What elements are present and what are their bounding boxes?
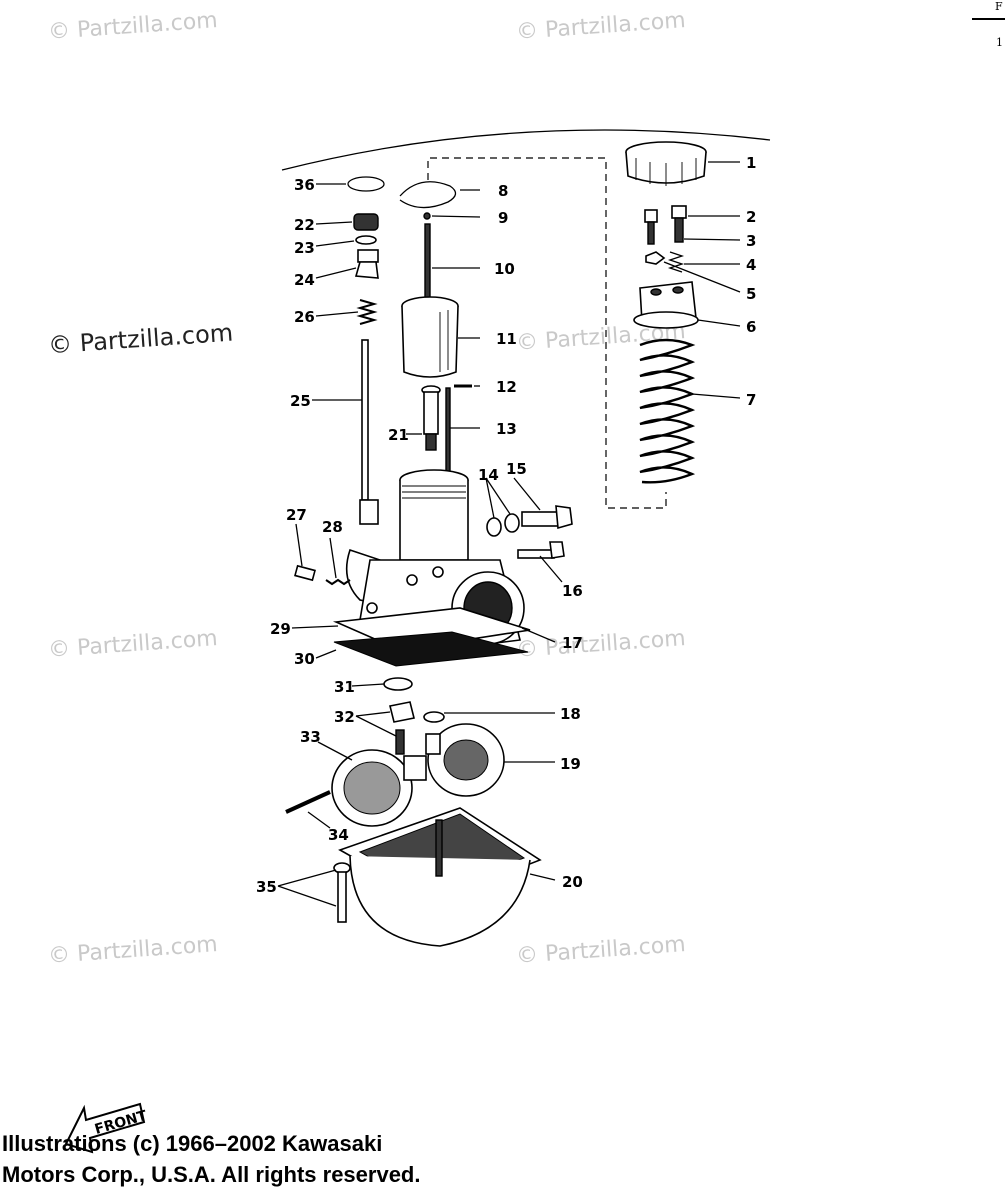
callout-12: 12 [496, 378, 517, 396]
callout-11: 11 [496, 330, 517, 348]
callout-2: 2 [746, 208, 756, 226]
callout-34: 34 [328, 826, 349, 844]
callout-3: 3 [746, 232, 756, 250]
callout-21: 21 [388, 426, 409, 444]
spring-part-26 [356, 299, 378, 325]
clip-part-8 [399, 181, 457, 209]
ring-nut-part-1 [625, 141, 707, 186]
callout-28: 28 [322, 518, 343, 536]
callout-7: 7 [746, 391, 756, 409]
bolt-part-16 [517, 541, 565, 559]
front-arrow-icon [64, 1102, 146, 1154]
callout-5: 5 [746, 285, 756, 303]
callout-8: 8 [498, 182, 508, 200]
callout-15: 15 [506, 460, 527, 478]
pin-part-34 [285, 790, 331, 814]
callout-31: 31 [334, 678, 355, 696]
callout-35: 35 [256, 878, 277, 896]
callout-23: 23 [294, 239, 315, 257]
o-ring-part-36 [347, 176, 385, 192]
throttle-valve-part-11 [401, 296, 459, 378]
washer-part-9 [423, 212, 431, 220]
float-bowl-part-20 [338, 807, 542, 947]
washer-part-31 [383, 677, 413, 691]
small-spring-part-4 [667, 251, 685, 273]
cap-plate-part-6 [633, 281, 699, 329]
callout-17: 17 [562, 634, 583, 652]
callout-labels: 1 2 3 4 5 6 7 8 9 10 11 12 13 14 15 16 1… [256, 154, 756, 896]
callout-32: 32 [334, 708, 355, 726]
callout-22: 22 [294, 216, 315, 234]
callout-19: 19 [560, 755, 581, 773]
callout-25: 25 [290, 392, 311, 410]
cap-part-22 [353, 213, 379, 231]
callout-36: 36 [294, 176, 315, 194]
washers-part-14 [486, 513, 520, 537]
spring-part-28 [325, 578, 351, 586]
screw-part-27 [294, 564, 316, 582]
fitting-part-24 [354, 249, 379, 279]
edge-mark-top: F [995, 0, 1003, 13]
plunger-part-25 [359, 339, 379, 525]
callout-24: 24 [294, 271, 315, 289]
copyright-line-1: Illustrations (c) 1966–2002 Kawasaki [2, 1131, 383, 1156]
copyright-line-2: Motors Corp., U.S.A. All rights reserved… [2, 1162, 421, 1187]
rod-part-13 [445, 387, 451, 485]
main-spring-part-7 [639, 338, 696, 484]
gasket-part-30 [333, 631, 529, 667]
edge-mark-side [972, 18, 1005, 20]
edge-mark-side-label: 1 [996, 36, 1003, 49]
callout-16: 16 [562, 582, 583, 600]
screw-part-2 [671, 205, 687, 243]
bolt-part-15 [521, 505, 573, 530]
callout-29: 29 [270, 620, 291, 638]
screw-part-35 [333, 862, 351, 923]
callout-1: 1 [746, 154, 756, 172]
callout-4: 4 [746, 256, 756, 274]
callout-33: 33 [300, 728, 321, 746]
washer-part-18 [423, 711, 445, 723]
callout-14: 14 [478, 466, 499, 484]
nut-part-5 [645, 251, 666, 265]
diagram-outline-arc [281, 129, 771, 171]
screw-part-3 [644, 209, 658, 245]
callout-13: 13 [496, 420, 517, 438]
float-part-33 [331, 749, 427, 827]
front-arrow-badge: FRONT [64, 1102, 149, 1154]
float-part-19 [425, 723, 505, 797]
dashed-bracket [427, 157, 667, 509]
float-valve-part-32 [389, 701, 415, 755]
ring-part-23 [355, 235, 377, 245]
callout-10: 10 [494, 260, 515, 278]
callout-9: 9 [498, 209, 508, 227]
needle-jet-part-21 [421, 385, 441, 451]
copyright-notice: Illustrations (c) 1966–2002 Kawasaki Mot… [2, 1128, 420, 1190]
callout-6: 6 [746, 318, 756, 336]
leader-lines [277, 161, 741, 907]
callout-18: 18 [560, 705, 581, 723]
callout-27: 27 [286, 506, 307, 524]
callout-26: 26 [294, 308, 315, 326]
callout-30: 30 [294, 650, 315, 668]
callout-20: 20 [562, 873, 583, 891]
